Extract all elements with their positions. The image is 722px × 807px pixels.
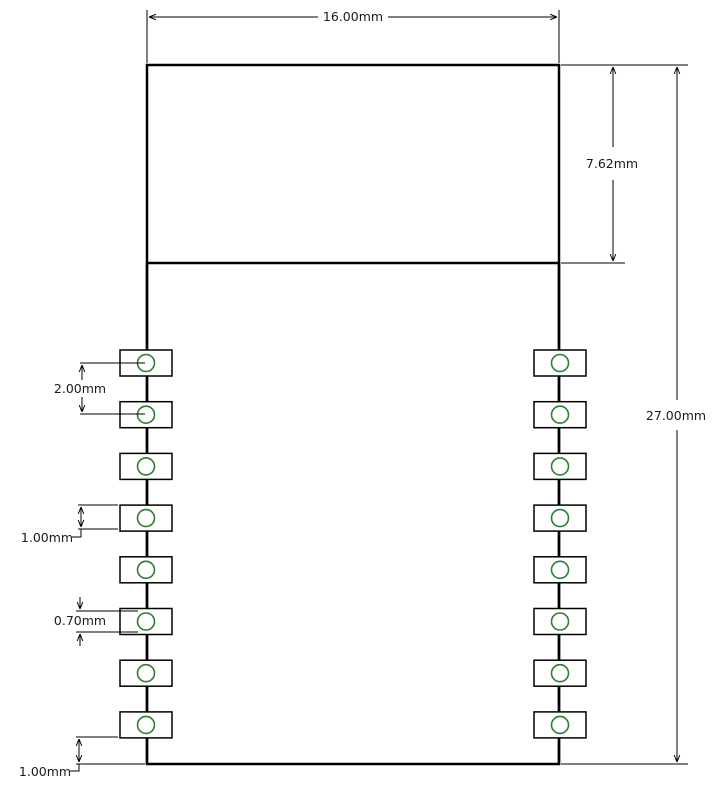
- height-dimension: 27.00mm: [561, 64, 706, 765]
- width-label: 16.00mm: [323, 9, 383, 24]
- bottom-clearance-dimension: 1.00mm: [19, 736, 145, 779]
- bottom-clearance-label: 1.00mm: [19, 764, 71, 779]
- module-outline: [145, 63, 561, 766]
- left-pad-hole-7: [136, 663, 156, 683]
- left-pad-hole-6: [136, 612, 156, 631]
- hole-diameter-label: 0.70mm: [54, 613, 106, 628]
- height-label: 27.00mm: [646, 408, 706, 423]
- right-pad-hole-4: [550, 508, 570, 528]
- pin-pitch-label: 2.00mm: [54, 381, 106, 396]
- right-pad-hole-6: [550, 612, 570, 631]
- left-pad-hole-5: [136, 560, 156, 580]
- pin-pitch-dimension: 2.00mm: [54, 362, 145, 415]
- right-pad-hole-1: [550, 353, 570, 373]
- right-pad-hole-3: [550, 457, 570, 476]
- left-pad-hole-3: [136, 457, 156, 476]
- pad-width-label: 1.00mm: [21, 530, 73, 545]
- hole-diameter-dimension: 0.70mm: [54, 597, 138, 646]
- left-pad-row: [119, 349, 173, 739]
- antenna-height-dimension: 7.62mm: [561, 64, 638, 264]
- pad-width-dimension: 1.00mm: [21, 504, 118, 545]
- left-pad-hole-8: [136, 715, 156, 735]
- right-pad-row: [533, 349, 587, 739]
- right-pad-2: [533, 400, 587, 429]
- right-pad-hole-5: [550, 560, 570, 580]
- right-pad-hole-8: [550, 715, 570, 735]
- right-pad-hole-2: [550, 405, 570, 425]
- left-pad-hole-4: [136, 508, 156, 528]
- left-pad-hole-2: [136, 405, 156, 425]
- antenna-height-label: 7.62mm: [586, 156, 638, 171]
- right-pad-hole-7: [550, 663, 570, 683]
- width-dimension: 16.00mm: [146, 9, 560, 63]
